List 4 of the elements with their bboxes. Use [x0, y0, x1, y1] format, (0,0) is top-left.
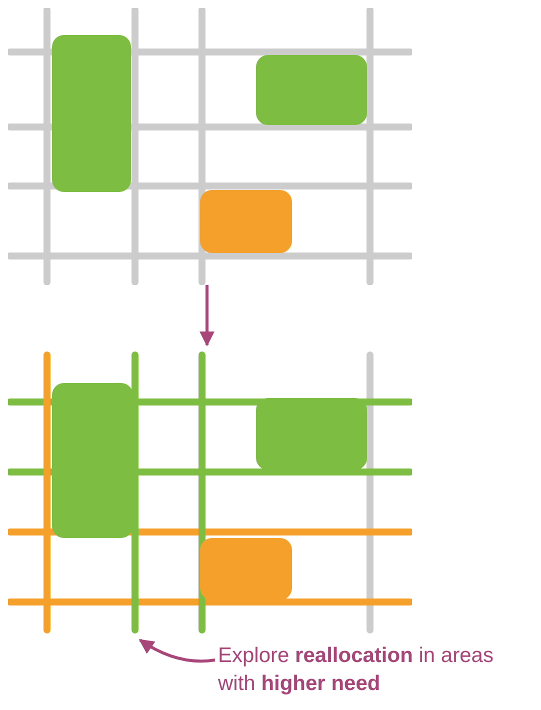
arrow [200, 285, 214, 346]
grid-drawing [8, 8, 412, 285]
note-text: Explore reallocation in areas with higher need [218, 642, 523, 704]
arrow [138, 638, 216, 663]
